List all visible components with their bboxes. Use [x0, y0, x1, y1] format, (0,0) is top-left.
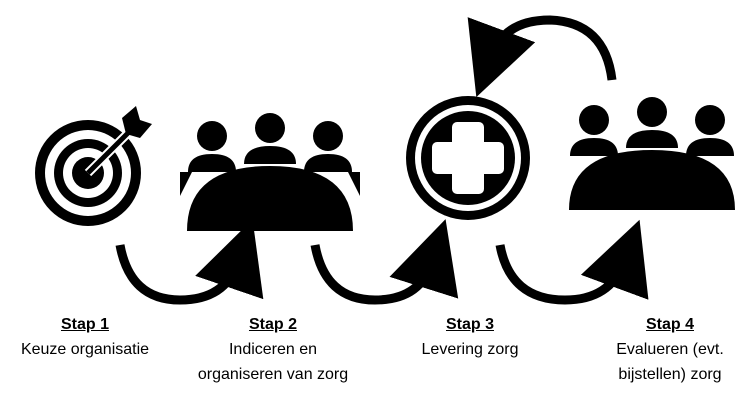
curved-arrow-icon	[495, 219, 649, 305]
step-4-label: Stap 4 Evalueren (evt. bijstellen) zorg	[596, 312, 736, 387]
loop-back-arrow-icon	[467, 15, 617, 98]
step-3-label: Stap 3 Levering zorg	[400, 312, 540, 362]
step-1-label: Stap 1 Keuze organisatie	[0, 312, 170, 362]
step-2-label: Stap 2 Indiceren en organiseren van zorg	[190, 312, 356, 387]
step-1-title: Stap 1	[60, 316, 109, 333]
target-icon	[35, 106, 152, 226]
step-3-title: Stap 3	[445, 316, 494, 333]
meeting-table-icon	[180, 113, 360, 231]
step-3-description: Levering zorg	[421, 341, 519, 358]
curved-arrow-icon	[310, 219, 459, 305]
step-2-title: Stap 2	[248, 316, 297, 333]
step-4-description: Evalueren (evt. bijstellen) zorg	[616, 341, 724, 383]
curved-arrow-icon	[115, 219, 264, 305]
step-2-description: Indiceren en organiseren van zorg	[197, 341, 349, 383]
meeting-table-icon	[569, 97, 735, 210]
step-4-title: Stap 4	[645, 316, 694, 333]
step-1-description: Keuze organisatie	[20, 341, 150, 358]
medical-cross-icon	[406, 96, 530, 220]
